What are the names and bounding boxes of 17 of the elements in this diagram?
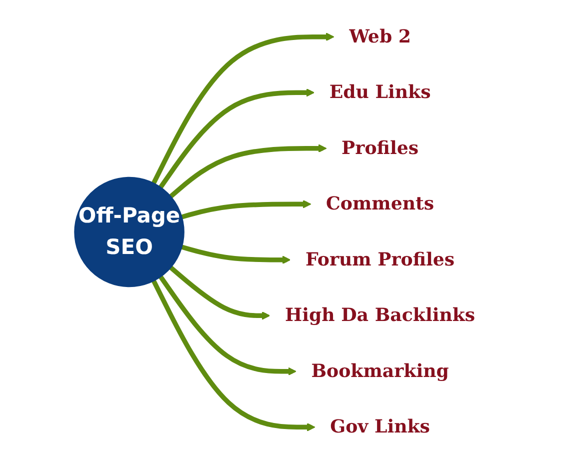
- node-text: Web 2: [348, 26, 411, 48]
- arrow: [151, 32, 334, 184]
- node-text: Profiles: [341, 138, 418, 159]
- arrow: [180, 200, 311, 220]
- arrow: [168, 266, 270, 320]
- node-circle: Off-Page SEO: [74, 176, 184, 288]
- arrow: [158, 275, 296, 376]
- arrow: [151, 280, 315, 432]
- node-text: Gov Links: [330, 416, 430, 438]
- node-text: Forum Profiles: [304, 249, 454, 270]
- node-text: High Da Backlinks: [284, 304, 475, 326]
- node-text: Bookmarking: [310, 360, 448, 382]
- arrow: [168, 144, 326, 198]
- node-text: Edu Links: [328, 82, 430, 103]
- node-text: Comments: [326, 193, 434, 214]
- arrow: [180, 244, 290, 264]
- arrow: [158, 88, 314, 189]
